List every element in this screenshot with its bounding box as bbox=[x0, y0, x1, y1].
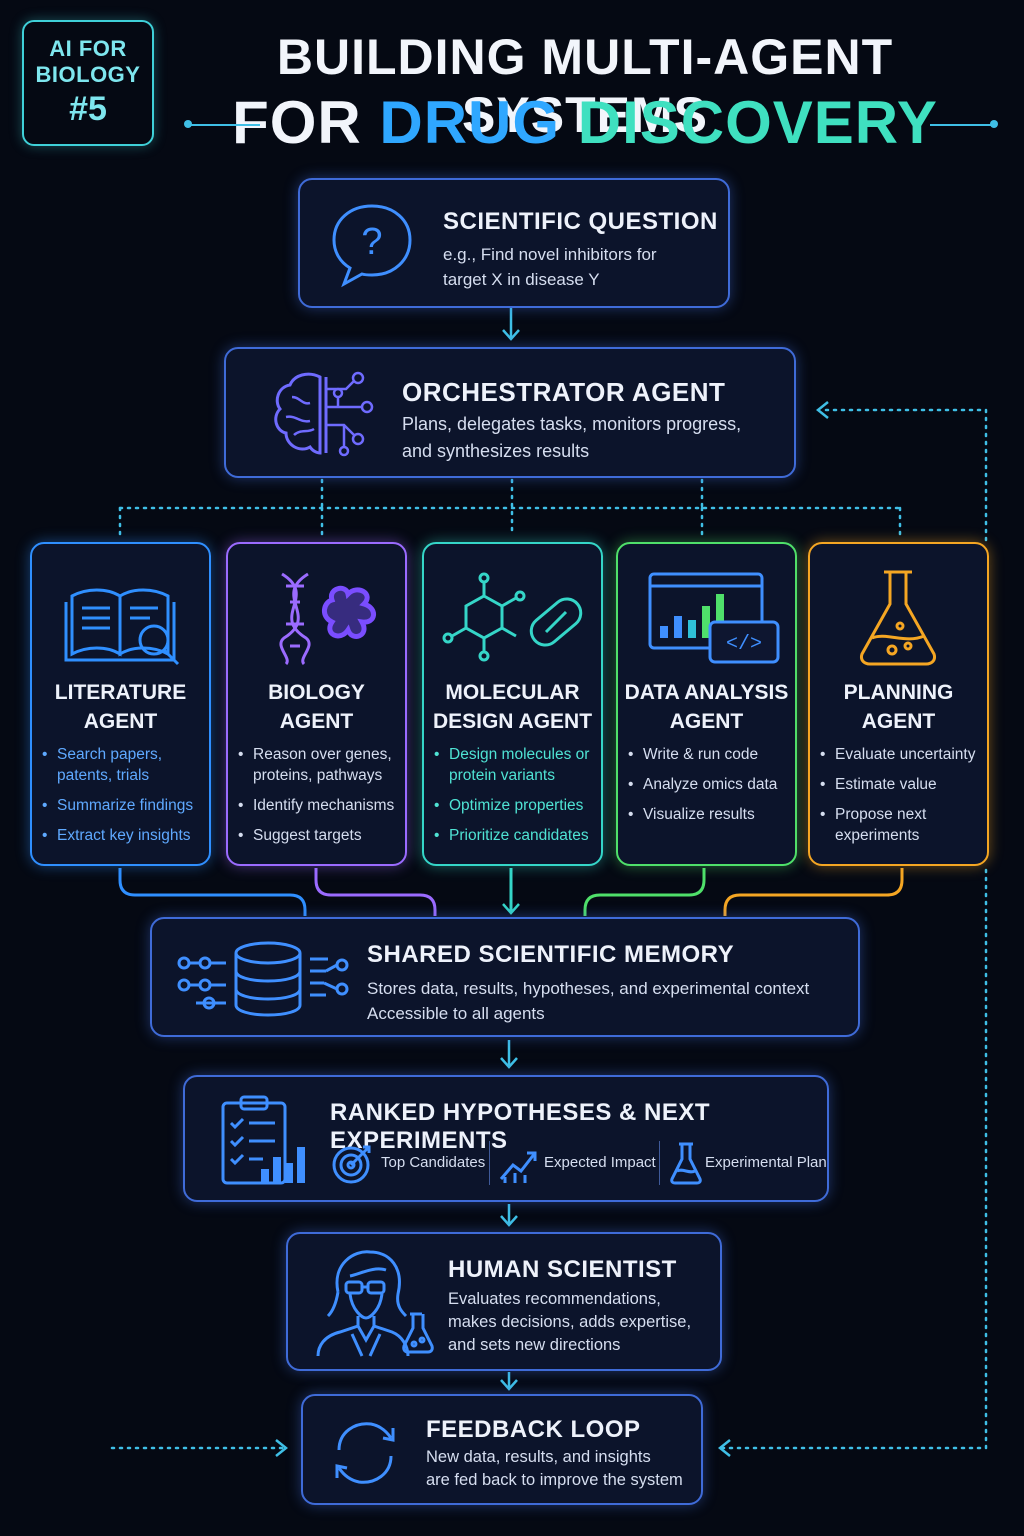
list-item: Prioritize candidates bbox=[434, 825, 597, 846]
trend-up-icon bbox=[499, 1151, 537, 1183]
list-item: Evaluate uncertainty bbox=[820, 744, 983, 765]
flask-icon bbox=[860, 570, 936, 666]
badge-line-1: AI FOR bbox=[49, 36, 127, 61]
feedback-text-1: New data, results, and insights bbox=[426, 1448, 651, 1466]
orchestrator-text-2: and synthesizes results bbox=[402, 441, 590, 461]
title-dot-right bbox=[990, 120, 998, 128]
question-title: SCIENTIFIC QUESTION bbox=[443, 208, 718, 235]
molecular-design-agent-card: MOLECULAR DESIGN AGENT Design molecules … bbox=[422, 542, 603, 866]
ranked-item-experimental-plan: Experimental Plan bbox=[705, 1154, 827, 1171]
ranked-item-expected-impact: Expected Impact bbox=[544, 1154, 656, 1171]
list-item: Analyze omics data bbox=[628, 774, 791, 795]
human-text-1: Evaluates recommendations, bbox=[448, 1290, 661, 1308]
data-analysis-agent-tasks: Write & run code Analyze omics data Visu… bbox=[628, 744, 791, 834]
dna-protein-icon bbox=[279, 572, 376, 666]
clipboard-chart-icon bbox=[221, 1095, 305, 1185]
flask-icon bbox=[670, 1142, 702, 1185]
ranked-divider bbox=[489, 1141, 490, 1185]
svg-text:?: ? bbox=[361, 221, 382, 263]
orchestrator-agent-card: ORCHESTRATOR AGENT Plans, delegates task… bbox=[224, 347, 796, 478]
data-analysis-agent-title: DATA ANALYSIS AGENT bbox=[624, 681, 789, 733]
biology-agent-tasks: Reason over genes, proteins, pathways Id… bbox=[238, 744, 401, 855]
data-analysis-agent-card: </> DATA ANALYSIS AGENT Write & run code… bbox=[616, 542, 797, 866]
literature-agent-tasks: Search papers, patents, trials Summarize… bbox=[42, 744, 205, 855]
list-item: Reason over genes, proteins, pathways bbox=[238, 744, 401, 786]
literature-agent-card: LITERATURE AGENT Search papers, patents,… bbox=[30, 542, 211, 866]
molecular-design-agent-title: MOLECULAR DESIGN AGENT bbox=[432, 681, 593, 733]
memory-text-2: Accessible to all agents bbox=[367, 1004, 545, 1023]
list-item: Propose next experiments bbox=[820, 804, 983, 846]
title-rule-left bbox=[190, 124, 260, 126]
scientific-question-card: ? SCIENTIFIC QUESTION e.g., Find novel i… bbox=[298, 178, 730, 308]
list-item: Visualize results bbox=[628, 804, 791, 825]
human-scientist-card: HUMAN SCIENTIST Evaluates recommendation… bbox=[286, 1232, 722, 1371]
brain-circuit-icon bbox=[274, 371, 374, 457]
chart-code-icon: </> bbox=[648, 572, 780, 664]
memory-text-1: Stores data, results, hypotheses, and ex… bbox=[367, 979, 810, 998]
scientist-icon bbox=[316, 1250, 434, 1357]
page-title-line-1: BUILDING MULTI-AGENT SYSTEMS bbox=[276, 29, 894, 143]
planning-agent-title: PLANNING AGENT bbox=[843, 681, 954, 733]
title-rule-right bbox=[930, 124, 994, 126]
ranked-divider bbox=[659, 1141, 660, 1185]
molecular-design-agent-tasks: Design molecules or protein variants Opt… bbox=[434, 744, 597, 855]
orchestrator-to-agents-dotted bbox=[118, 478, 902, 538]
question-text-2: target X in disease Y bbox=[443, 270, 600, 289]
feedback-title: FEEDBACK LOOP bbox=[426, 1416, 641, 1443]
list-item: Suggest targets bbox=[238, 825, 401, 846]
human-text-3: and sets new directions bbox=[448, 1336, 621, 1354]
list-item: Search papers, patents, trials bbox=[42, 744, 205, 786]
title-dot-left bbox=[184, 120, 192, 128]
biology-agent-card: BIOLOGY AGENT Reason over genes, protein… bbox=[226, 542, 407, 866]
list-item: Summarize findings bbox=[42, 795, 205, 816]
planning-agent-card: PLANNING AGENT Evaluate uncertainty Esti… bbox=[808, 542, 989, 866]
target-icon bbox=[332, 1145, 371, 1184]
feedback-loop-card: FEEDBACK LOOP New data, results, and ins… bbox=[301, 1394, 703, 1505]
memory-title: SHARED SCIENTIFIC MEMORY bbox=[367, 941, 735, 968]
title-prefix: FOR bbox=[232, 89, 380, 156]
book-search-icon bbox=[64, 588, 180, 666]
title-accent-discovery: DISCOVERY bbox=[577, 89, 938, 156]
database-icon bbox=[177, 941, 349, 1017]
list-item: Estimate value bbox=[820, 774, 983, 795]
page-title-line-2: FOR DRUG DISCOVERY bbox=[170, 88, 1000, 157]
series-badge: AI FOR BIOLOGY #5 bbox=[22, 20, 154, 146]
list-item: Design molecules or protein variants bbox=[434, 744, 597, 786]
list-item: Optimize properties bbox=[434, 795, 597, 816]
question-bubble-icon: ? bbox=[332, 204, 412, 288]
orchestrator-title: ORCHESTRATOR AGENT bbox=[402, 377, 726, 407]
title-accent-drug: DRUG bbox=[379, 89, 561, 156]
list-item: Write & run code bbox=[628, 744, 791, 765]
literature-agent-title: LITERATURE AGENT bbox=[54, 681, 187, 733]
badge-number: #5 bbox=[69, 90, 107, 128]
shared-memory-card: SHARED SCIENTIFIC MEMORY Stores data, re… bbox=[150, 917, 860, 1037]
human-text-2: makes decisions, adds expertise, bbox=[448, 1313, 692, 1331]
question-text-1: e.g., Find novel inhibitors for bbox=[443, 245, 657, 264]
feedback-text-2: are fed back to improve the system bbox=[426, 1471, 683, 1489]
molecule-pill-icon bbox=[442, 572, 583, 662]
orchestrator-text-1: Plans, delegates tasks, monitors progres… bbox=[402, 414, 742, 434]
ranked-title: RANKED HYPOTHESES & NEXT EXPERIMENTS bbox=[330, 1099, 711, 1154]
ranked-item-top-candidates: Top Candidates bbox=[381, 1154, 486, 1171]
biology-agent-title: BIOLOGY AGENT bbox=[268, 681, 365, 733]
planning-agent-tasks: Evaluate uncertainty Estimate value Prop… bbox=[820, 744, 983, 855]
svg-text:</>: </> bbox=[726, 633, 762, 656]
human-title: HUMAN SCIENTIST bbox=[448, 1256, 677, 1283]
list-item: Extract key insights bbox=[42, 825, 205, 846]
ranked-hypotheses-card: RANKED HYPOTHESES & NEXT EXPERIMENTS Top… bbox=[183, 1075, 829, 1202]
badge-line-2: BIOLOGY bbox=[35, 62, 141, 87]
cycle-arrows-icon bbox=[335, 1422, 395, 1484]
list-item: Identify mechanisms bbox=[238, 795, 401, 816]
